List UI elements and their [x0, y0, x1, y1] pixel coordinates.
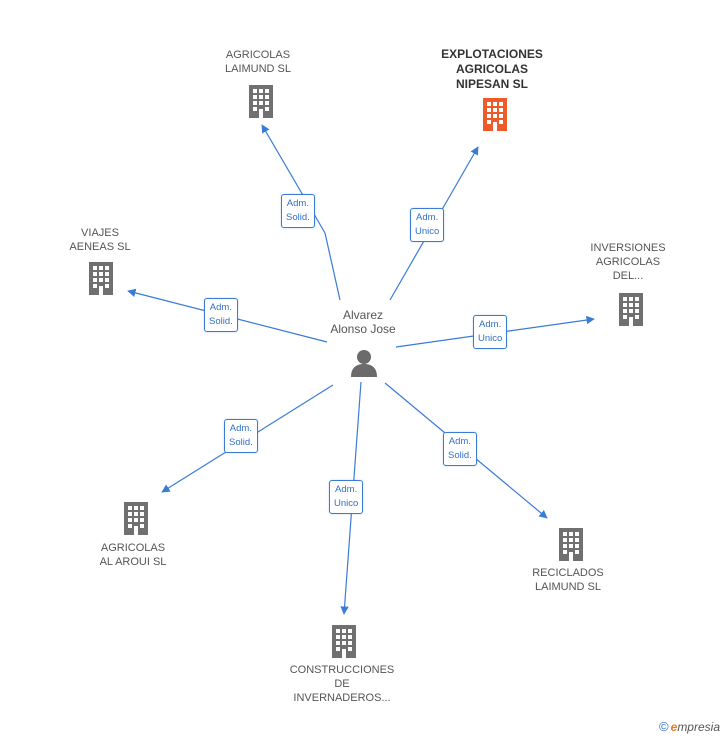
- node-label-construcciones-invernaderos[interactable]: CONSTRUCCIONES DE INVERNADEROS...: [289, 664, 395, 704]
- node-label-agricolas-laimund[interactable]: AGRICOLAS LAIMUND SL: [224, 49, 292, 75]
- node-label-reciclados-laimund[interactable]: RECICLADOS LAIMUND SL: [532, 567, 604, 593]
- edge-segment: [324, 232, 341, 301]
- role-badge[interactable]: Adm. Unico: [410, 208, 445, 242]
- building-icon[interactable]: [329, 624, 359, 663]
- brand-name: mpresia: [677, 720, 720, 734]
- node-label-viajes-aeneas[interactable]: VIAJES AENEAS SL: [69, 227, 131, 253]
- node-label-agricolas-al-aroui[interactable]: AGRICOLAS AL AROUI SL: [99, 542, 167, 568]
- brand-footer[interactable]: ©empresia: [659, 719, 720, 734]
- copyright-icon: ©: [659, 719, 669, 734]
- role-badge[interactable]: Adm. Unico: [473, 315, 508, 349]
- building-icon-highlight[interactable]: [480, 97, 510, 136]
- node-label-inversiones-agricolas[interactable]: INVERSIONES AGRICOLAS DEL...: [590, 242, 666, 282]
- role-badge[interactable]: Adm. Solid.: [204, 298, 238, 332]
- building-icon[interactable]: [556, 527, 586, 566]
- building-icon[interactable]: [86, 261, 116, 300]
- role-badge[interactable]: Adm. Unico: [329, 480, 364, 514]
- node-label-explotaciones-nipesan[interactable]: EXPLOTACIONES AGRICOLAS NIPESAN SL: [441, 47, 543, 91]
- role-badge[interactable]: Adm. Solid.: [281, 194, 315, 228]
- person-name[interactable]: Alvarez Alonso Jose: [330, 308, 396, 336]
- brand-e: e: [670, 720, 678, 734]
- person-icon[interactable]: [349, 348, 379, 383]
- building-icon[interactable]: [121, 501, 151, 540]
- role-badge[interactable]: Adm. Solid.: [224, 419, 258, 453]
- building-icon[interactable]: [616, 292, 646, 331]
- building-icon[interactable]: [246, 84, 276, 123]
- role-badge[interactable]: Adm. Solid.: [443, 432, 477, 466]
